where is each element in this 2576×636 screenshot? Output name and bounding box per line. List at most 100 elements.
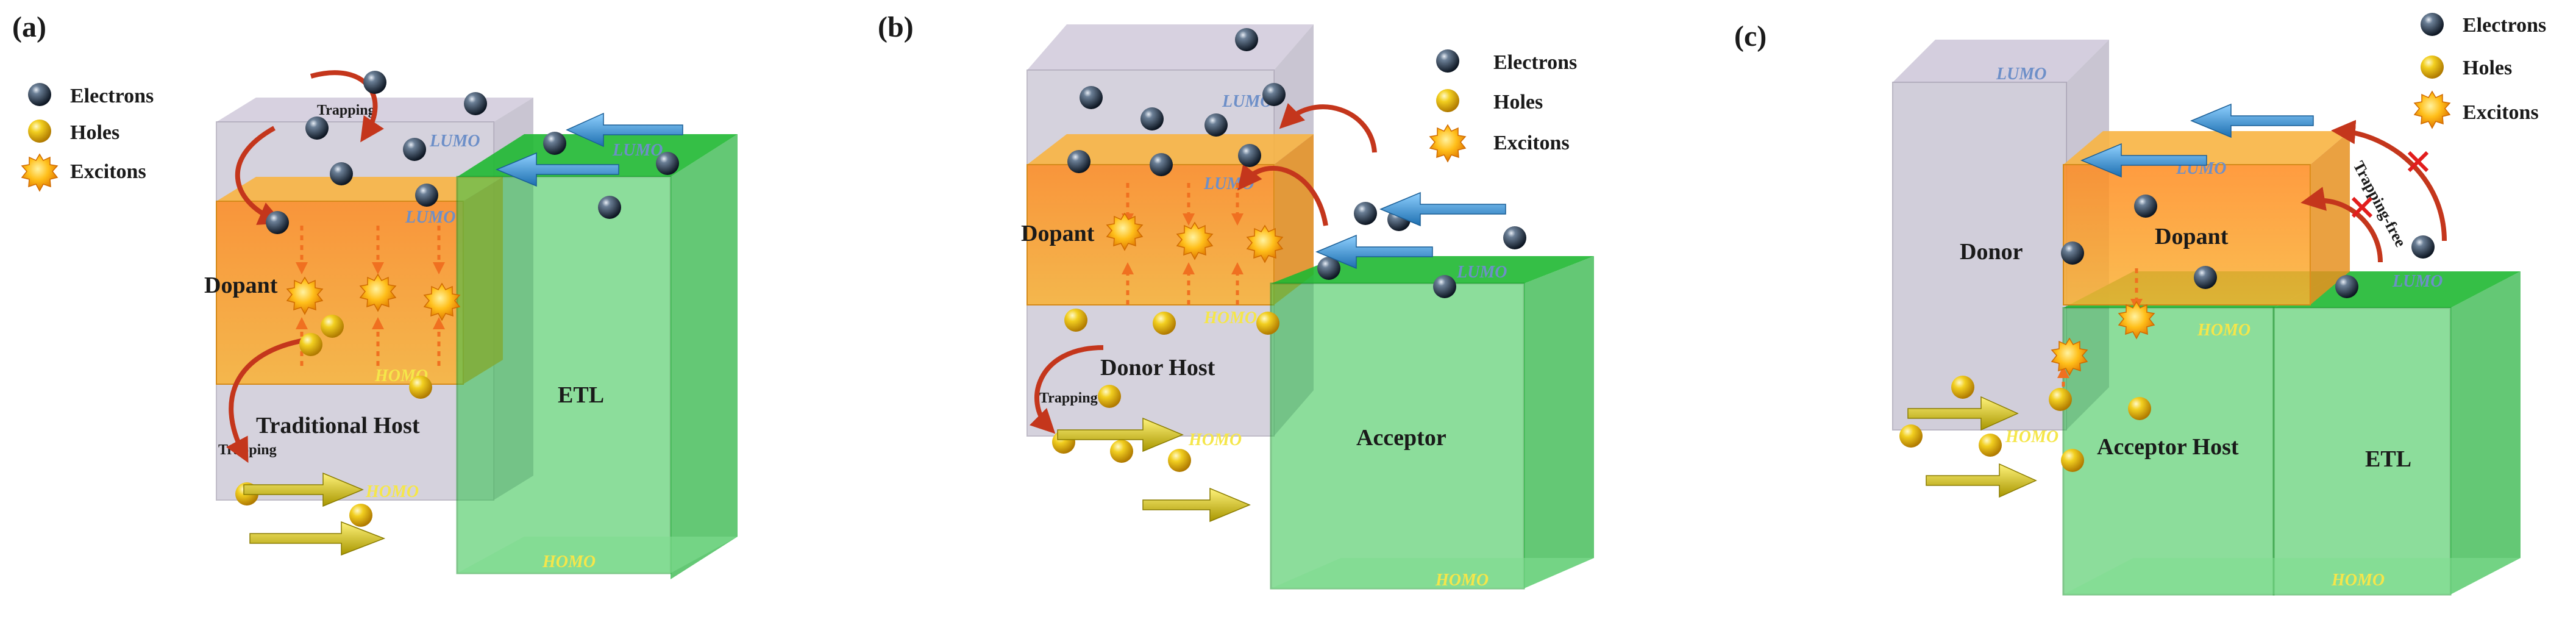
lumo-host-a: LUMO [429, 132, 480, 151]
panel-c: (c) Electrons Holes Excitons [1734, 13, 2546, 596]
blocked-cross-icon [2407, 151, 2429, 173]
legend-excitons-label: Excitons [70, 160, 146, 183]
acceptor-label-b: Acceptor [1356, 425, 1446, 451]
hole-transport-arrow [1907, 396, 2019, 431]
dopant-block-c [2063, 131, 2350, 305]
electron-icon [2411, 235, 2435, 259]
etl-label-a: ETL [558, 382, 604, 408]
hole-icon [1951, 376, 1974, 399]
electron-icon [598, 196, 621, 219]
trapping-free-arrow-c2 [2300, 187, 2383, 263]
blocked-cross-icon [2351, 196, 2373, 218]
electron-icon [1204, 113, 1228, 137]
electron-icon [363, 71, 386, 94]
lumo-etl-c: LUMO [2392, 272, 2443, 291]
trapping-arrow-b2 [1237, 163, 1328, 226]
panel-a: (a) Electrons Holes Excitons [12, 11, 738, 579]
electron-icon [1150, 153, 1173, 176]
trapping-arrow-b3 [1029, 345, 1104, 434]
hole-transport-arrow [1926, 463, 2037, 498]
electron-transport-arrow [1315, 234, 1433, 270]
trapping-arrow-b1 [1279, 102, 1377, 153]
hole-icon [299, 333, 322, 356]
legend-exciton-icon [21, 154, 58, 191]
hole-transport-arrow [249, 521, 386, 556]
homo-etl-c: HOMO [2331, 571, 2385, 590]
lumo-dopant-a: LUMO [405, 208, 455, 227]
legend-hole-icon [2421, 55, 2444, 79]
acceptor-host-label-c: Acceptor Host [2097, 434, 2239, 460]
legend-electron-icon [1436, 49, 1459, 73]
etl-block-c [2063, 271, 2521, 596]
electron-icon [1067, 150, 1091, 173]
electron-icon [403, 138, 426, 161]
trapping-bottom-a: Trapping [218, 442, 277, 458]
hole-icon [1153, 312, 1176, 335]
dopant-label-b: Dopant [1021, 221, 1095, 246]
electron-icon [1235, 28, 1258, 51]
electron-transport-arrow [2190, 103, 2314, 138]
homo-etl-a: HOMO [542, 552, 596, 571]
electron-icon [1140, 107, 1164, 130]
electron-icon [656, 152, 679, 175]
homo-dopant-c: HOMO [2197, 321, 2250, 340]
etl-block-a [456, 134, 738, 579]
dopant-label-a: Dopant [204, 273, 278, 298]
electron-icon [1262, 83, 1286, 106]
legend-hole-icon [28, 120, 51, 143]
legend-exciton-icon [1429, 124, 1466, 162]
hole-icon [1110, 440, 1133, 463]
lumo-etl-a: LUMO [612, 141, 663, 160]
homo-dopant-b: HOMO [1203, 309, 1257, 327]
homo-donor-c: HOMO [2005, 427, 2058, 446]
hole-icon [2049, 388, 2072, 411]
electron-transport-arrow [2080, 143, 2207, 178]
legend-a: Electrons Holes Excitons [21, 83, 154, 191]
hole-icon [1168, 449, 1191, 472]
electron-icon [330, 162, 353, 185]
homo-host-a: HOMO [365, 482, 419, 501]
donor-host-label-b: Donor Host [1100, 355, 1215, 381]
legend-exciton-icon [2414, 91, 2450, 129]
hole-transport-arrow [1057, 417, 1184, 452]
electron-icon [1433, 275, 1456, 298]
hole-transport-arrow [243, 472, 364, 507]
trapping-top-a: Trapping [317, 102, 375, 118]
legend-electrons-label: Electrons [70, 85, 154, 107]
legend-excitons-label: Excitons [1493, 132, 1570, 154]
electron-icon [2061, 241, 2084, 265]
hole-icon [1979, 434, 2002, 457]
panel-b: (b) Electrons Holes Excitons [878, 11, 1594, 590]
trapping-free-arrow-c1 [2331, 120, 2447, 241]
electron-icon [1080, 86, 1103, 109]
legend-holes-label: Holes [1493, 91, 1543, 113]
electron-icon [2134, 195, 2157, 218]
trapping-b: Trapping [1039, 390, 1098, 406]
panel-b-label: (b) [878, 11, 914, 43]
legend-c: Electrons Holes Excitons [2414, 13, 2546, 129]
electron-icon [1354, 202, 1377, 225]
donor-label-c: Donor [1960, 239, 2023, 265]
recombination-arrows-b [1122, 183, 1244, 305]
hole-icon [409, 376, 432, 399]
hole-icon [2061, 449, 2084, 472]
electron-icon [305, 116, 329, 140]
host-label-a: Traditional Host [256, 413, 420, 438]
electron-icon [1238, 144, 1261, 167]
hole-transport-arrow [1142, 487, 1251, 523]
dopant-block-b [1026, 134, 1314, 305]
legend-holes-label: Holes [2463, 57, 2512, 79]
legend-hole-icon [1436, 89, 1459, 112]
hole-icon [321, 315, 344, 338]
hole-icon [1899, 424, 1923, 448]
hole-icon [349, 504, 372, 527]
electron-icon [1503, 226, 1526, 249]
electron-icon [2194, 266, 2217, 289]
hole-icon [1256, 312, 1279, 335]
dopant-label-c: Dopant [2155, 224, 2229, 249]
panel-a-label: (a) [12, 11, 46, 43]
electron-icon [543, 132, 566, 155]
legend-electron-icon [28, 83, 51, 106]
electron-icon [464, 92, 487, 115]
